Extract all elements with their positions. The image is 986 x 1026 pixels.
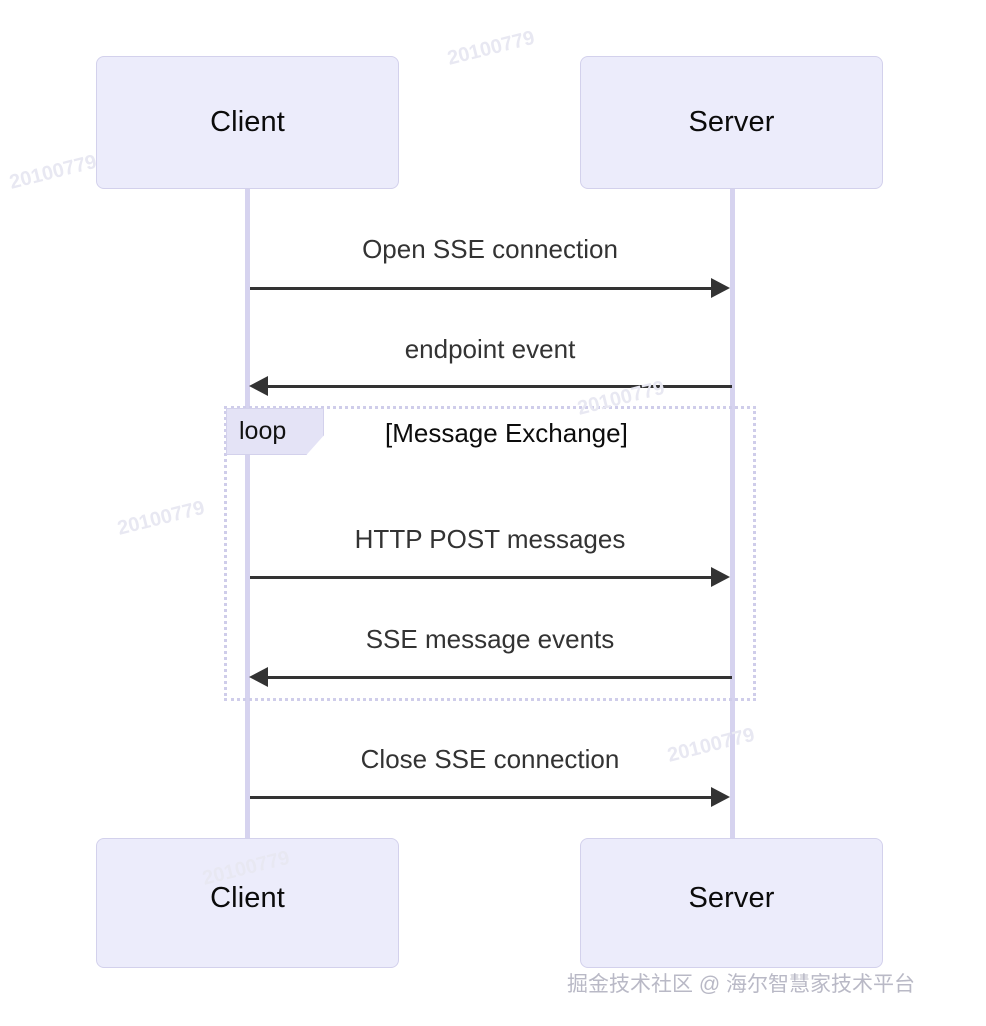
arrowhead-right-http-post-messages xyxy=(711,567,730,587)
lifeline-client xyxy=(245,188,250,843)
watermark-diagonal: 20100779 xyxy=(115,496,207,540)
participant-label-client-top: Client xyxy=(210,106,285,138)
participant-label-server-bottom: Server xyxy=(688,881,775,914)
arrowhead-right-open-sse-connection xyxy=(711,278,730,298)
message-line-endpoint-event xyxy=(268,385,732,388)
watermark-diagonal: 20100779 xyxy=(445,26,537,70)
message-line-http-post-messages xyxy=(250,576,712,579)
message-label-http-post-messages: HTTP POST messages xyxy=(354,524,626,554)
watermark-diagonal: 20100779 xyxy=(7,150,99,194)
message-line-open-sse-connection xyxy=(250,287,712,290)
message-label-open-sse-connection: Open SSE connection xyxy=(362,234,618,264)
message-line-close-sse-connection xyxy=(250,796,712,799)
participant-box-client-top[interactable]: Client xyxy=(96,56,399,189)
participant-box-server-top[interactable]: Server xyxy=(580,56,883,189)
participant-label-client-bottom: Client xyxy=(210,881,285,914)
loop-fragment-tab-label: loop xyxy=(239,417,287,445)
message-label-close-sse-connection: Close SSE connection xyxy=(360,744,620,774)
message-line-sse-message-events xyxy=(268,676,732,679)
loop-fragment-tab: loop xyxy=(226,408,324,455)
participant-box-client-bottom[interactable]: Client xyxy=(96,838,399,968)
loop-fragment xyxy=(224,406,756,701)
watermark-bottom-credit: 掘金技术社区 @ 海尔智慧家技术平台 xyxy=(567,973,915,996)
message-label-sse-message-events: SSE message events xyxy=(365,624,615,654)
arrowhead-left-endpoint-event xyxy=(249,376,268,396)
participant-box-server-bottom[interactable]: Server xyxy=(580,838,883,968)
lifeline-server xyxy=(730,188,735,843)
loop-fragment-title: [Message Exchange] xyxy=(385,418,628,448)
message-label-endpoint-event: endpoint event xyxy=(404,334,576,364)
arrowhead-right-close-sse-connection xyxy=(711,787,730,807)
participant-label-server-top: Server xyxy=(688,106,775,138)
arrowhead-left-sse-message-events xyxy=(249,667,268,687)
